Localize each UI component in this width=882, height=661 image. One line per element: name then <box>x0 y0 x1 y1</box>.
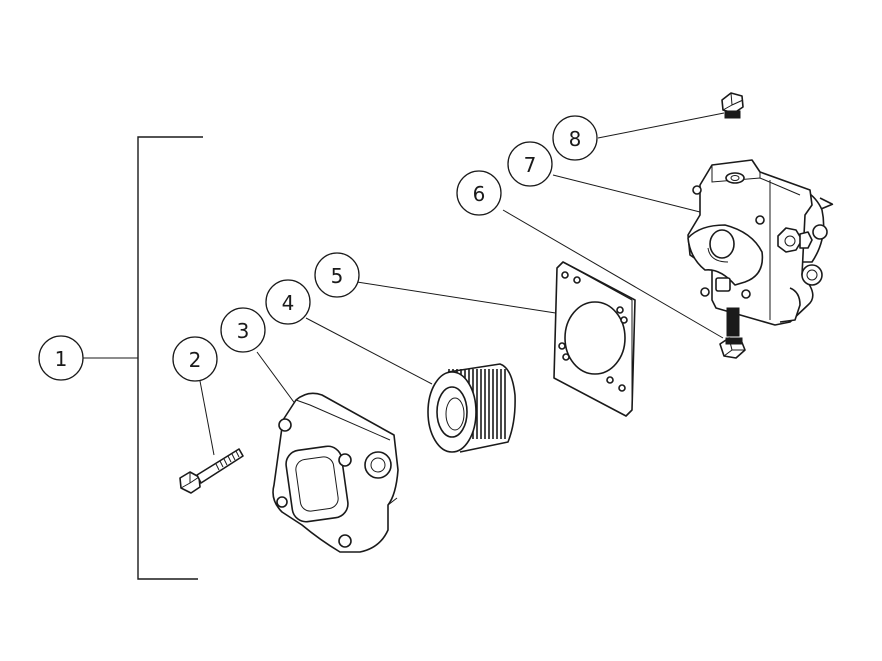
callout-8-label: 8 <box>569 127 582 151</box>
callout-2: 2 <box>172 336 218 382</box>
callout-3: 3 <box>220 307 266 353</box>
callout-8: 8 <box>552 115 598 161</box>
callout-3-label: 3 <box>237 319 250 343</box>
gasket-icon <box>553 261 636 417</box>
callout-6-label: 6 <box>473 182 486 206</box>
callout-5-label: 5 <box>331 264 344 288</box>
bolt-icon <box>179 448 244 494</box>
callout-6: 6 <box>456 170 502 216</box>
callout-2-label: 2 <box>189 348 202 372</box>
fitting-icon <box>719 307 746 359</box>
callout-1: 1 <box>38 335 84 381</box>
strainer-cover-icon <box>272 392 399 553</box>
callout-4-label: 4 <box>282 291 295 315</box>
pump-body-icon <box>687 159 834 326</box>
callout-4: 4 <box>265 279 311 325</box>
callout-1-label: 1 <box>55 347 68 371</box>
filter-cartridge-icon <box>427 363 516 453</box>
callout-7: 7 <box>507 141 553 187</box>
leader-lines <box>83 112 725 456</box>
callout-7-label: 7 <box>524 153 537 177</box>
plug-icon <box>721 92 744 119</box>
callout-5: 5 <box>314 252 360 298</box>
